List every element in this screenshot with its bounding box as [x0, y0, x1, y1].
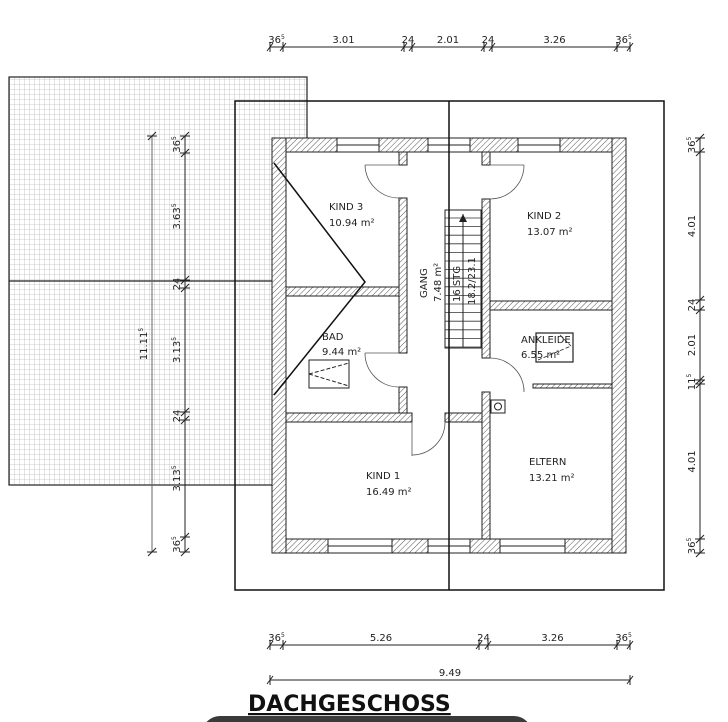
room-area: 13.21 m²: [529, 473, 575, 484]
dimension-tick: [613, 42, 621, 52]
room-name: KIND 3: [329, 202, 363, 213]
room-name: BAD: [322, 332, 344, 343]
dimension-tick: [400, 42, 408, 52]
dimension-label: 3.01: [332, 35, 354, 46]
room-name: GANG: [419, 268, 430, 298]
dimension-tick: [488, 42, 496, 52]
dimension-label: 3.135: [171, 337, 183, 363]
door-swings: [364, 164, 525, 456]
dimension-tick: [695, 147, 705, 157]
dimension-label: 365: [268, 34, 285, 46]
stair-steps: 16 STG: [452, 266, 463, 302]
room-name: KIND 2: [527, 211, 561, 222]
dimension-label: 4.01: [687, 450, 698, 472]
dimension-tick: [180, 532, 190, 542]
dimension-tick: [180, 283, 190, 293]
dimension-tick: [695, 295, 705, 305]
dimension-tick: [695, 548, 705, 558]
room-area: 13.07 m²: [527, 227, 573, 238]
dimension-tick: [180, 415, 190, 425]
dimension-tick: [180, 131, 190, 141]
dimension-tick: [266, 675, 274, 685]
dimension-label: 5.26: [370, 633, 392, 644]
dimension-label: 365: [171, 536, 183, 553]
room-labels: KIND 3 10.94 m² BAD 9.44 m² GANG 7.48 m²…: [322, 202, 575, 498]
dimension-label: 115: [686, 374, 698, 391]
dimension-tick: [266, 42, 274, 52]
dimension-tick: [147, 547, 157, 557]
dimension-label: 3.26: [541, 633, 563, 644]
windows: [327, 137, 566, 554]
dimension-tick: [180, 275, 190, 285]
dimension-label: 24: [172, 410, 183, 423]
dimension-tick: [475, 640, 483, 650]
dimension-label: 365: [615, 34, 632, 46]
dimension-tick: [613, 640, 621, 650]
dimension-label: 24: [477, 633, 490, 644]
dimension-tick: [695, 534, 705, 544]
dimension-tick: [695, 133, 705, 143]
dimension-label: 24: [687, 299, 698, 312]
floor-title: DACHGESCHOSS: [248, 692, 451, 717]
room-area: 7.48 m²: [433, 263, 444, 302]
stair-ratio: 18.2/23.1: [467, 257, 478, 305]
skylight-bad: [308, 359, 350, 389]
dimension-label: 2.01: [437, 35, 459, 46]
dimension-tick: [180, 547, 190, 557]
dimension-label: 24: [482, 35, 495, 46]
staircase: [444, 209, 482, 349]
dimension-label: 3.26: [543, 35, 565, 46]
dimension-tick: [484, 640, 492, 650]
dimension-label: 24: [402, 35, 415, 46]
room-area: 6.55 m²: [521, 350, 560, 361]
dimension-label: 3.135: [171, 465, 183, 491]
room-area: 16.49 m²: [366, 487, 412, 498]
dimension-label: 11.115: [138, 328, 150, 361]
dimension-tick: [626, 42, 634, 52]
dimension-tick: [480, 42, 488, 52]
dimension-tick: [147, 131, 157, 141]
dimension-tick: [695, 379, 705, 389]
room-name: ANKLEIDE: [521, 335, 571, 346]
room-name: KIND 1: [366, 471, 400, 482]
bottom-overlay: [206, 716, 528, 722]
dimension-tick: [408, 42, 416, 52]
dimension-label: 24: [172, 278, 183, 291]
room-area: 10.94 m²: [329, 218, 375, 229]
dimension-tick: [626, 675, 634, 685]
dimension-label: 365: [268, 632, 285, 644]
dimension-tick: [279, 640, 287, 650]
dimension-tick: [180, 407, 190, 417]
dimension-label: 365: [686, 538, 698, 555]
interior-walls: [285, 151, 613, 540]
room-name: ELTERN: [529, 457, 566, 468]
dimension-label: 365: [171, 136, 183, 153]
dimension-tick: [180, 148, 190, 158]
dimension-label: 365: [615, 632, 632, 644]
skylight-ankleide: [535, 332, 574, 363]
dimension-label: 4.01: [687, 215, 698, 237]
roof-dormer-line: [273, 162, 366, 396]
chimney-icon: [490, 399, 506, 414]
dimension-label: 365: [686, 137, 698, 154]
stair-arrow-head: [459, 214, 467, 222]
room-area: 9.44 m²: [322, 347, 361, 358]
dimension-tick: [279, 42, 287, 52]
dimension-label: 3.635: [171, 203, 183, 229]
dimension-tick: [695, 305, 705, 315]
total-width-label: 9.49: [439, 668, 461, 679]
dimension-lines: 365 3.01 24 2.01 24 3.26 365 365 5.26 24 3.26 365 9.…: [138, 34, 705, 685]
dimension-tick: [266, 640, 274, 650]
dimension-tick: [626, 640, 634, 650]
dimension-label: 2.01: [687, 334, 698, 356]
